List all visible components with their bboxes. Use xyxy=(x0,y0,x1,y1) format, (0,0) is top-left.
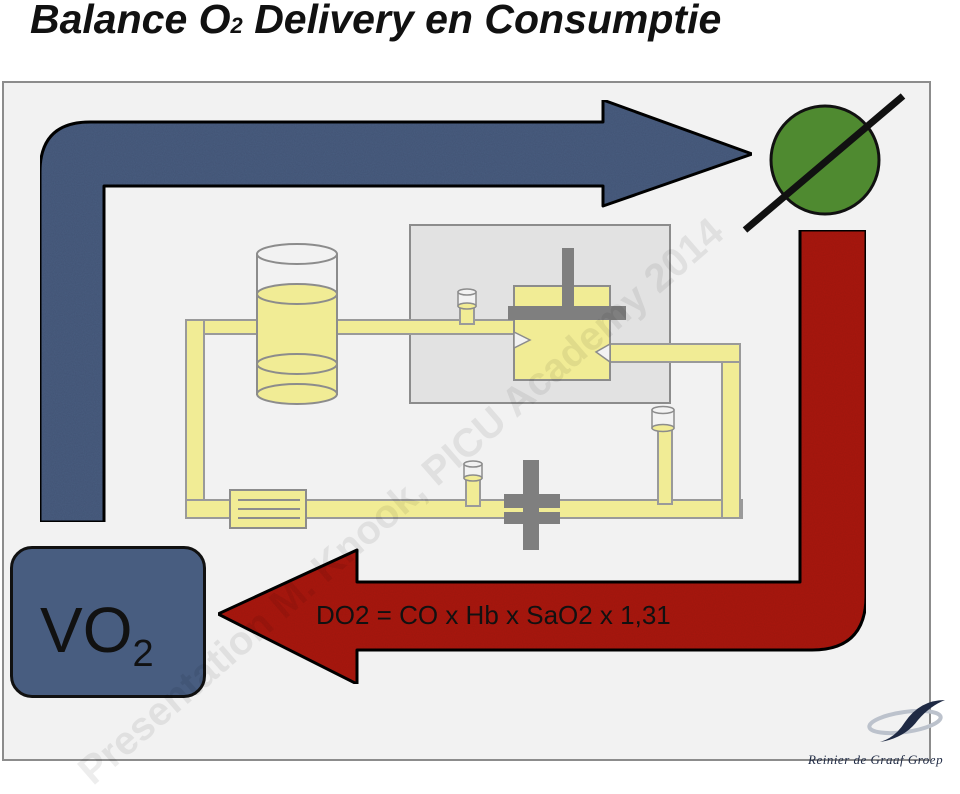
title-subscript: 2 xyxy=(230,13,243,38)
vo2-main: VO xyxy=(40,594,133,666)
vo2-box xyxy=(10,546,206,698)
vo2-label: VO2 xyxy=(40,598,154,673)
reinier-de-graaf-logo xyxy=(867,700,945,742)
sample-tube-top xyxy=(457,288,477,310)
slash-line xyxy=(742,93,906,233)
slide-title: Balance O2 Delivery en Consumptie xyxy=(30,0,721,43)
pump-piston xyxy=(508,248,626,381)
blue-delivery-arrow xyxy=(38,98,754,524)
title-rest: Delivery en Consumptie xyxy=(242,0,722,42)
title-main: Balance O xyxy=(30,0,231,42)
vo2-subscript: 2 xyxy=(132,633,154,675)
do2-formula: DO2 = CO x Hb x SaO2 x 1,31 xyxy=(316,600,671,630)
sample-tube-right xyxy=(651,405,675,433)
oxygenator-block xyxy=(229,489,307,529)
sample-tube-bottom xyxy=(463,460,483,482)
clamp-valve xyxy=(504,460,560,550)
fluid-circuit xyxy=(185,299,743,519)
reservoir-cylinder xyxy=(256,243,338,405)
logo-text: Reinier de Graaf Groep xyxy=(808,752,944,767)
red-return-arrow xyxy=(216,228,868,686)
